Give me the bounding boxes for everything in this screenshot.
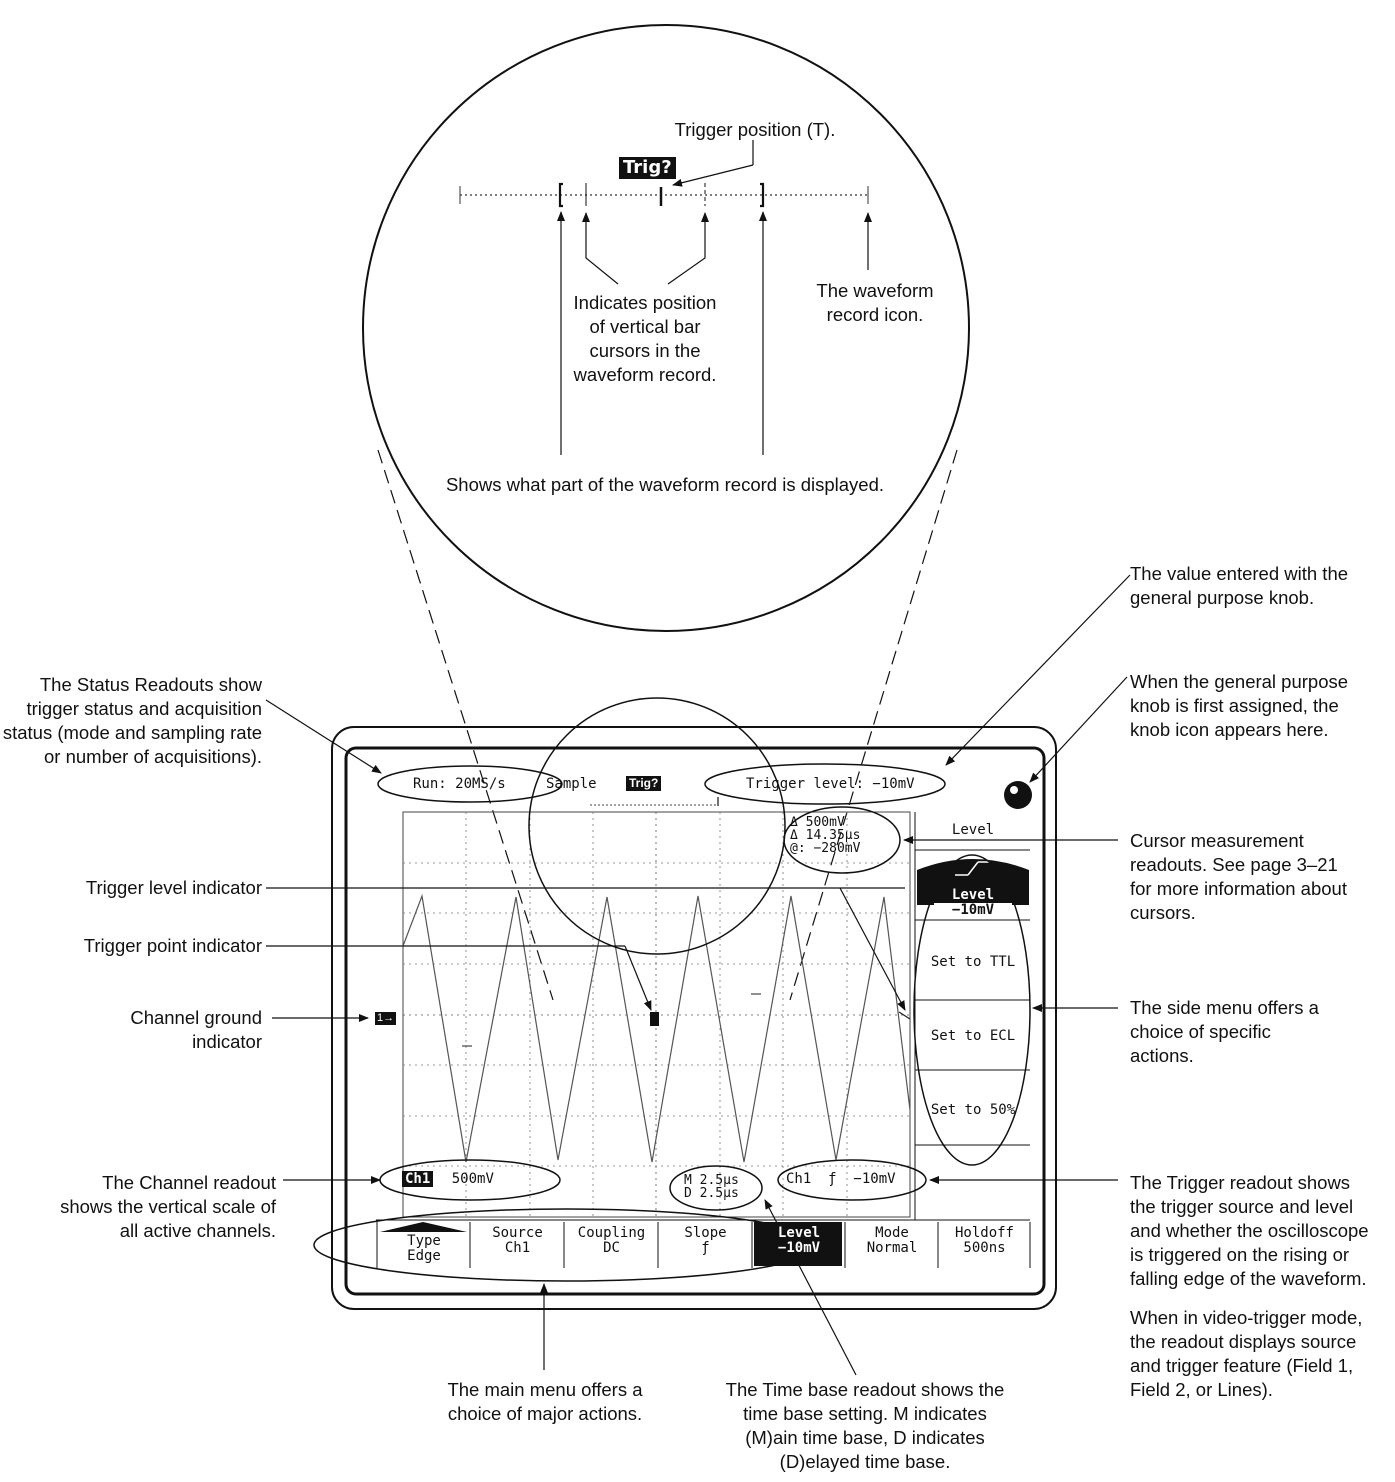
cursor-position-label: Indicates position of vertical bar curso… bbox=[573, 292, 717, 385]
waveform-trace bbox=[402, 893, 911, 1163]
displayed-part-label: Shows what part of the waveform record i… bbox=[445, 474, 885, 495]
trigger-readout: Ch1 ƒ −10mV bbox=[786, 1171, 896, 1187]
set-to-ecl-button[interactable]: Set to ECL bbox=[930, 1028, 1016, 1044]
channel-readout-note: The Channel readout shows the vertical s… bbox=[60, 1172, 276, 1241]
graticule bbox=[402, 811, 911, 1218]
trig-badge-zoom: Trig? bbox=[619, 157, 676, 179]
trigger-readout-note: The Trigger readout shows the trigger so… bbox=[1130, 1172, 1369, 1289]
trigger-level-readout: Trigger level: −10mV bbox=[746, 776, 915, 792]
channel-badge: Ch1 bbox=[402, 1171, 434, 1187]
trigger-point-indicator-note: Trigger point indicator bbox=[83, 935, 262, 956]
channel-ground-note: Channel ground indicator bbox=[130, 1007, 262, 1052]
cursor-readouts-note: Cursor measurement readouts. See page 3–… bbox=[1130, 830, 1347, 923]
set-to-ttl-button[interactable]: Set to TTL bbox=[930, 954, 1016, 970]
knob-icon-note: When the general purpose knob is first a… bbox=[1130, 671, 1349, 740]
set-to-50-button[interactable]: Set to 50% bbox=[930, 1102, 1016, 1118]
side-menu-level-label: Level bbox=[951, 887, 995, 903]
status-trig-badge: Trig? bbox=[626, 776, 662, 791]
value-entered-note: The value entered with the general purpo… bbox=[1130, 563, 1349, 608]
time-base-note: The Time base readout shows the time bas… bbox=[725, 1379, 1005, 1472]
trigger-level-indicator-note: Trigger level indicator bbox=[85, 877, 262, 898]
status-mode-readout: Sample bbox=[546, 776, 597, 792]
side-menu-note: The side menu offers a choice of specifi… bbox=[1130, 997, 1319, 1066]
scope-bezel bbox=[331, 726, 1057, 1310]
status-run-readout: Run: 20MS/s bbox=[413, 776, 506, 792]
channel-readout: Ch1 500mV bbox=[402, 1171, 494, 1187]
record-icon-label: The waveform record icon. bbox=[816, 280, 934, 325]
menu-level-button[interactable]: Level−10mV bbox=[777, 1225, 821, 1256]
side-menu-level-button[interactable]: Level −10mV bbox=[916, 888, 1030, 918]
status-readouts-note: The Status Readouts show trigger status … bbox=[2, 674, 262, 767]
trigger-position-label: Trigger position (T). bbox=[674, 119, 836, 140]
ground-marker: 1→ bbox=[375, 1012, 397, 1025]
cursor-readout: Δ 500mV Δ 14.35μs @: −280mV bbox=[790, 815, 861, 856]
side-menu-title: Level bbox=[951, 822, 995, 838]
side-menu-level-value: −10mV bbox=[934, 903, 1012, 918]
timebase-readout: M 2.5μs D 2.5μs bbox=[684, 1173, 739, 1201]
scope-screen bbox=[344, 746, 1046, 1296]
knob-icon bbox=[1004, 781, 1032, 809]
channel-scale: 500mV bbox=[451, 1171, 494, 1187]
video-trigger-note: When in video-trigger mode, the readout … bbox=[1130, 1307, 1363, 1400]
main-menu-note: The main menu offers a choice of major a… bbox=[447, 1379, 643, 1424]
magnified-circle bbox=[362, 24, 970, 632]
